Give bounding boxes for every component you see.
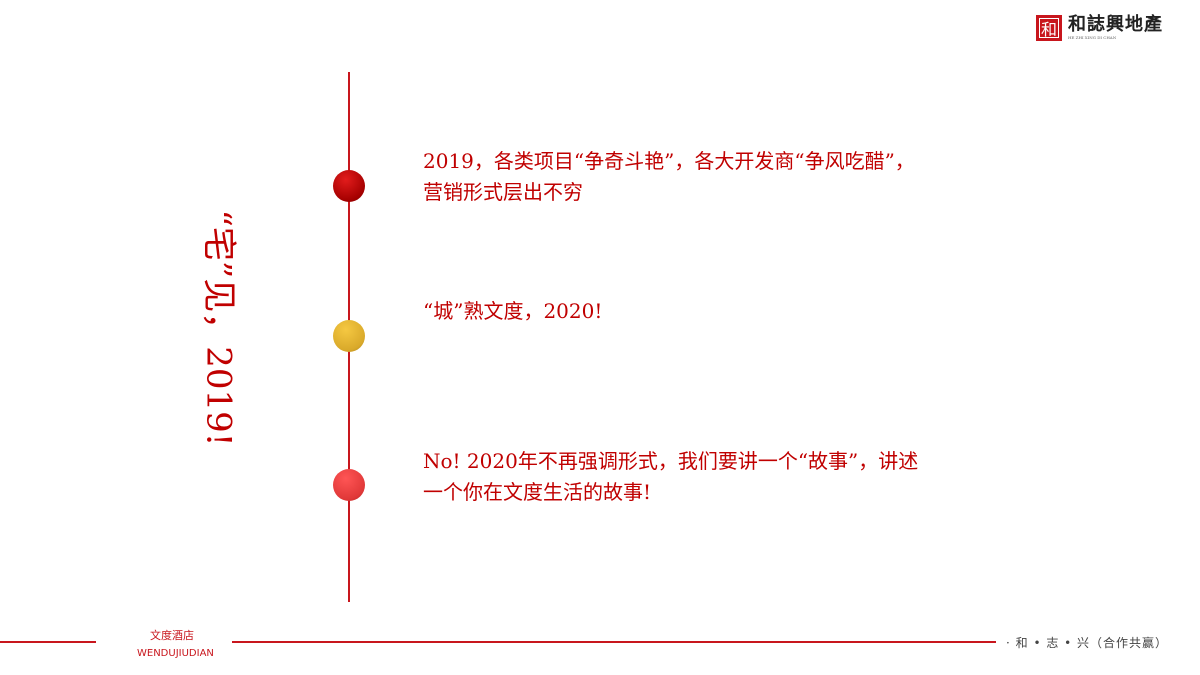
timeline-item-2-line1: “城”熟文度，2020! xyxy=(423,299,603,323)
timeline-item-1-line1: 2019，各类项目“争奇斗艳”，各大开发商“争风吃醋”， xyxy=(423,149,915,173)
footer-name-en: WENDUJIUDIAN xyxy=(137,648,214,659)
logo-subtitle: HE ZHI XING DI CHAN xyxy=(1068,35,1117,40)
timeline-item-3-line1: No! 2020年不再强调形式，我们要讲一个“故事”，讲述 xyxy=(423,449,919,473)
timeline-item-1-line2: 营销形式层出不穷 xyxy=(423,180,583,204)
footer-slogan: · 和 • 志 • 兴（合作共赢） xyxy=(1006,636,1169,650)
timeline-item-1: 2019，各类项目“争奇斗艳”，各大开发商“争风吃醋”， 营销形式层出不穷 xyxy=(423,146,1023,208)
footer-name-cn: 文度酒店 xyxy=(150,629,194,642)
slide-title: “宅”见，2019! xyxy=(198,209,239,447)
timeline-dot-3 xyxy=(333,469,365,501)
timeline-item-3: No! 2020年不再强调形式，我们要讲一个“故事”，讲述 一个你在文度生活的故… xyxy=(423,446,1023,508)
logo-name: 和誌興地產 xyxy=(1068,14,1163,35)
timeline-dot-1 xyxy=(333,170,365,202)
logo-mark: 和 xyxy=(1036,15,1062,41)
timeline-item-3-line2: 一个你在文度生活的故事! xyxy=(423,480,652,504)
timeline-dot-2 xyxy=(333,320,365,352)
company-logo: 和 和誌興地產 HE ZHI XING DI CHAN xyxy=(1036,15,1163,41)
timeline-item-2: “城”熟文度，2020! xyxy=(423,296,1023,327)
footer-divider-left xyxy=(0,641,96,643)
footer-divider-right xyxy=(232,641,996,643)
